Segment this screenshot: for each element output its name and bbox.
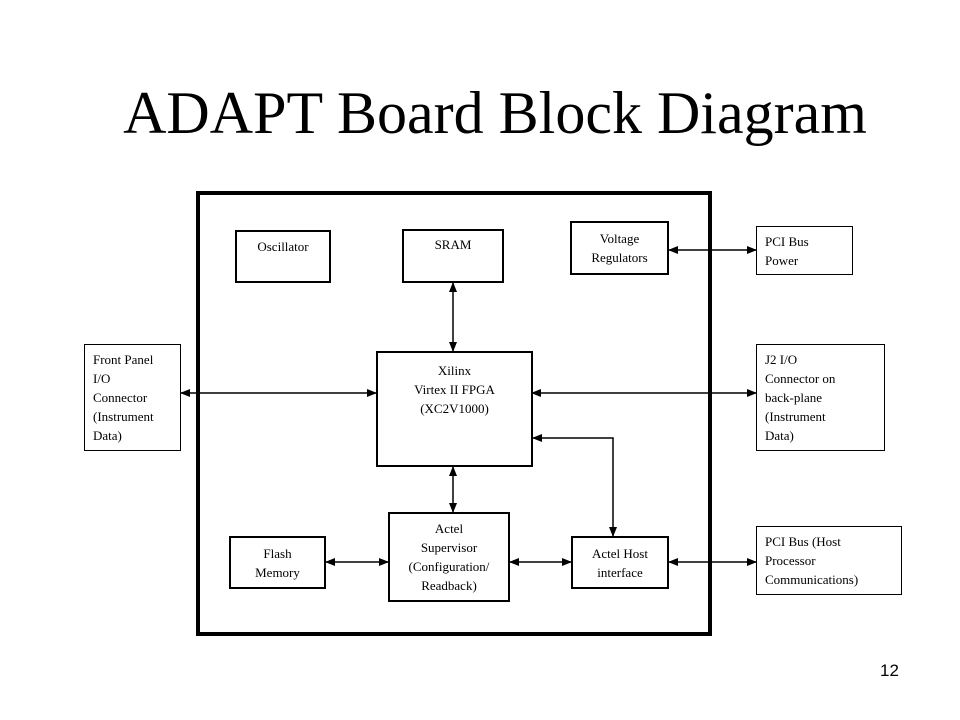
fpga-label: Xilinx Virtex II FPGA (XC2V1000) <box>414 363 495 416</box>
oscillator-block: Oscillator <box>235 230 331 283</box>
actel-host-interface-block: Actel Host interface <box>571 536 669 589</box>
pci-bus-host-label: PCI Bus (Host Processor Communications) <box>765 534 859 587</box>
page-number: 12 <box>880 661 899 680</box>
pci-bus-power-label: PCI Bus Power <box>765 233 809 268</box>
sram-label: SRAM <box>434 237 472 252</box>
oscillator-label: Oscillator <box>257 239 309 254</box>
pci-bus-power-block: PCI Bus Power <box>756 226 853 275</box>
actel-supervisor-block: Actel Supervisor (Configuration/ Readbac… <box>388 512 510 602</box>
pci-bus-host-block: PCI Bus (Host Processor Communications) <box>756 526 902 595</box>
slide-title: ADAPT Board Block Diagram <box>123 80 867 146</box>
front-panel-connector-block: Front Panel I/O Connector (Instrument Da… <box>84 344 181 451</box>
front-panel-connector-label: Front Panel I/O Connector (Instrument Da… <box>93 352 154 443</box>
adapt-board-outline <box>196 191 712 636</box>
voltage-regulators-block: Voltage Regulators <box>570 221 669 275</box>
actel-host-interface-label: Actel Host interface <box>592 545 648 580</box>
j2-io-connector-block: J2 I/O Connector on back-plane (Instrume… <box>756 344 885 451</box>
flash-memory-block: Flash Memory <box>229 536 326 589</box>
arrow-fpga-actelhost <box>532 434 617 537</box>
sram-block: SRAM <box>402 229 504 283</box>
actel-supervisor-label: Actel Supervisor (Configuration/ Readbac… <box>408 521 490 593</box>
flash-memory-label: Flash Memory <box>255 545 300 580</box>
j2-io-connector-label: J2 I/O Connector on back-plane (Instrume… <box>765 352 836 443</box>
voltage-regulators-label: Voltage Regulators <box>591 231 648 265</box>
fpga-block: Xilinx Virtex II FPGA (XC2V1000) <box>376 351 533 467</box>
